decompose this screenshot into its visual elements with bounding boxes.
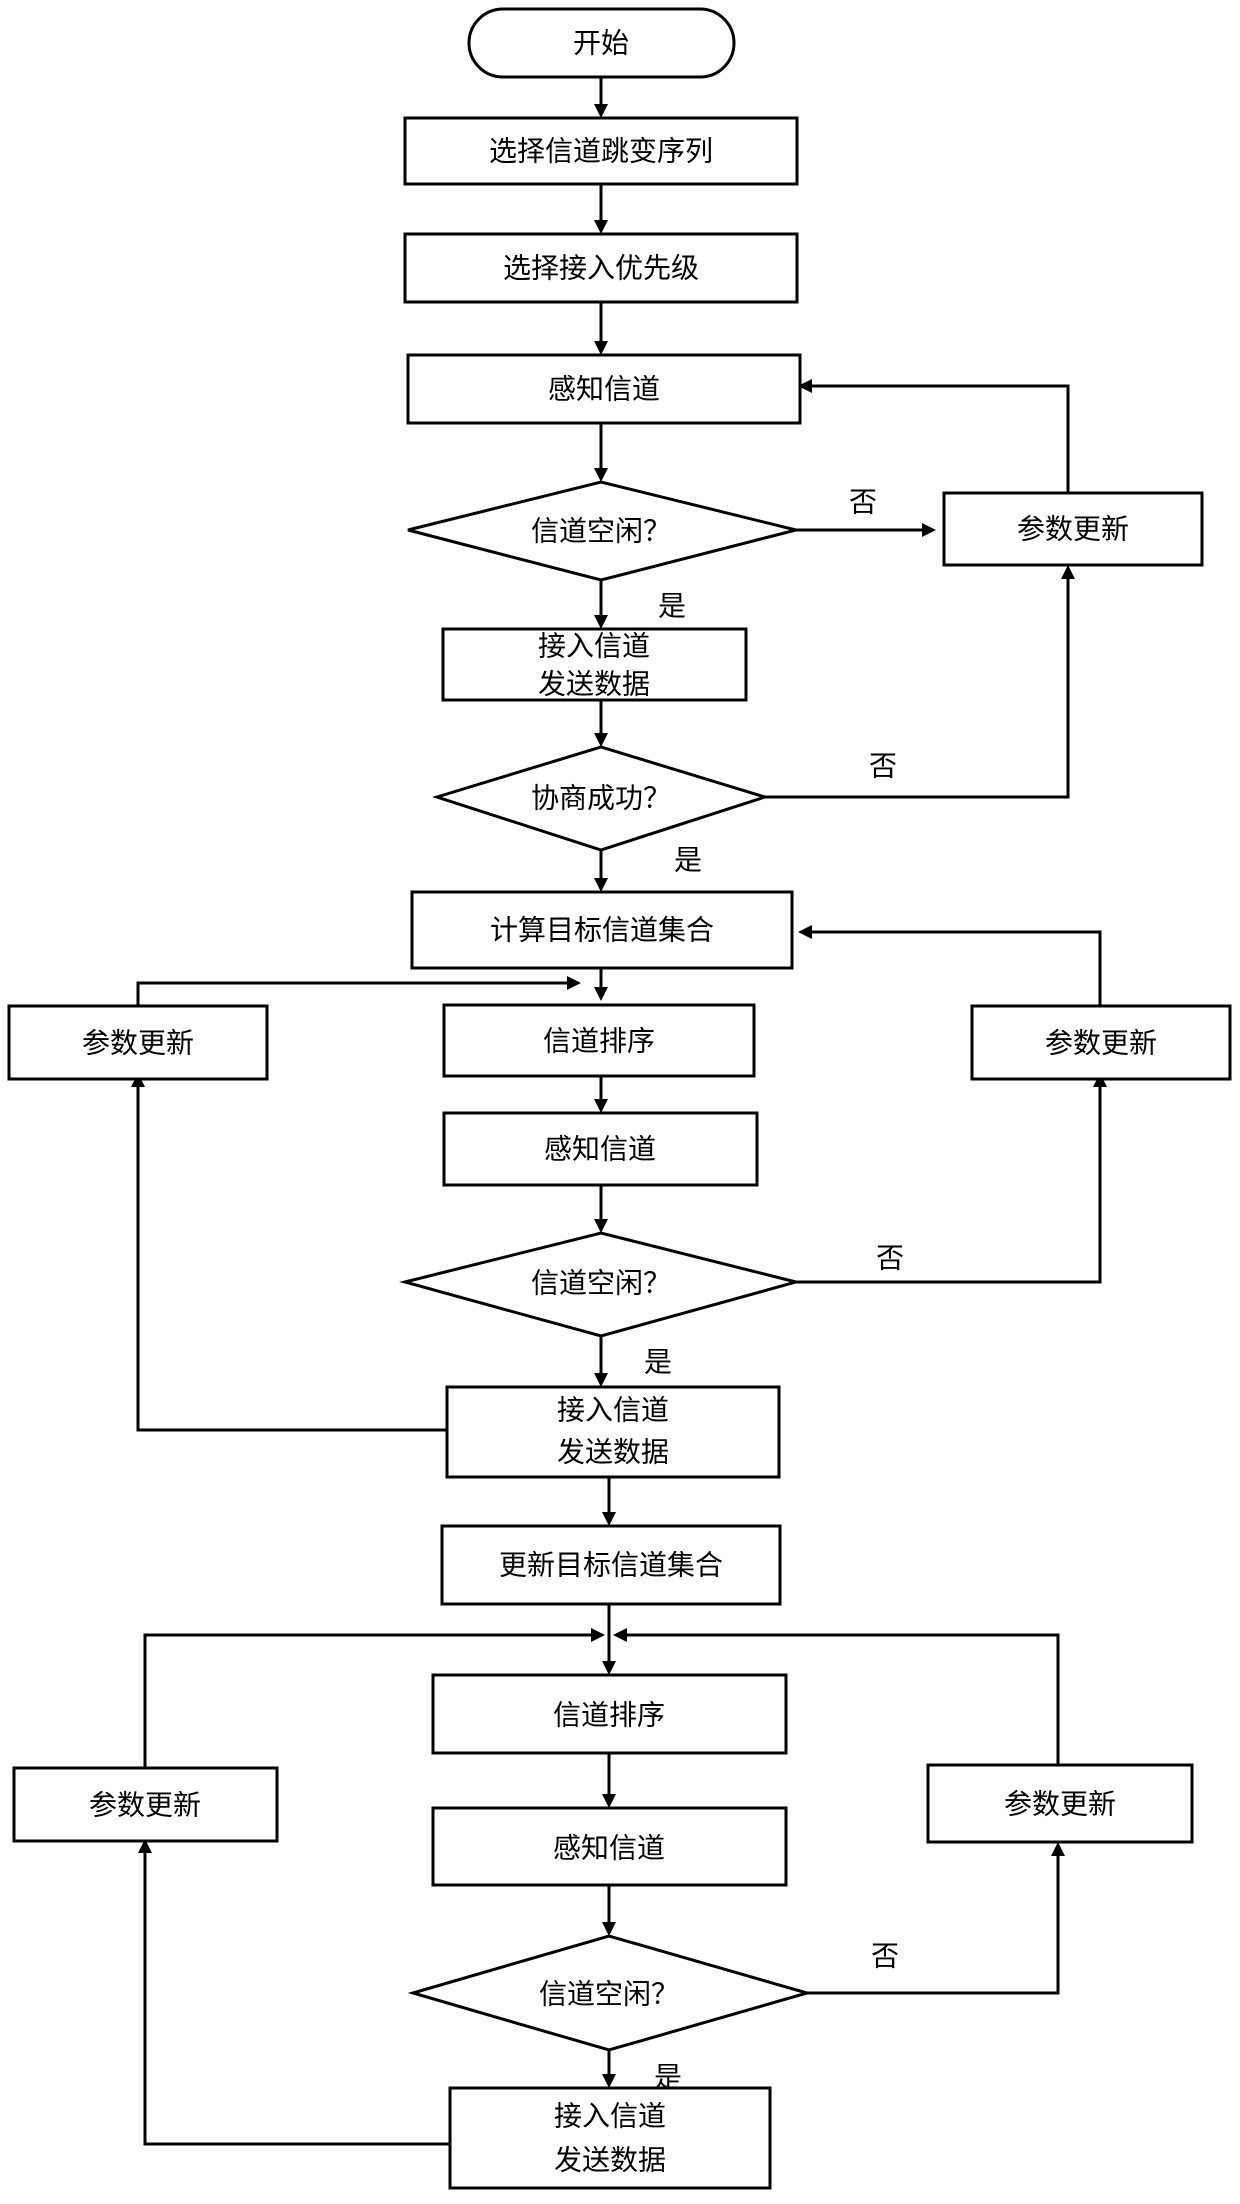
channel-idle-3-decision: 信道空闲？ <box>407 1934 813 2052</box>
arrowhead-down <box>602 1661 616 1675</box>
param-update-left-2-label: 参数更新 <box>82 1027 194 1060</box>
arrowhead-down <box>602 1512 616 1526</box>
param-update-left-3-label: 参数更新 <box>89 1789 201 1822</box>
channel-idle-3-label: 信道空闲？ <box>539 1978 679 2011</box>
arrowheads <box>131 104 1107 2088</box>
arrowhead-down <box>594 987 608 1001</box>
access-send-2-box: 接入信道 发送数据 <box>445 1385 781 1479</box>
arrowhead-down <box>602 1794 616 1808</box>
select-access-priority-label: 选择接入优先级 <box>503 252 699 285</box>
access-send-1-line-2: 发送数据 <box>538 668 650 701</box>
edge-access-2-to-param-update-left-2 <box>136 1087 447 1432</box>
arrowhead-down <box>594 733 608 747</box>
access-send-3-box: 接入信道 发送数据 <box>448 2086 772 2190</box>
arrowhead-down <box>594 1219 608 1233</box>
start-label: 开始 <box>573 27 629 60</box>
negotiation-success-decision: 协商成功？ <box>431 745 771 852</box>
access-send-1-box: 接入信道 发送数据 <box>441 627 748 702</box>
arrowhead-down <box>594 341 608 355</box>
param-update-right-3-label: 参数更新 <box>1004 1788 1116 1821</box>
negotiation-success-label: 协商成功？ <box>531 782 671 815</box>
edge-label-no-1: 否 <box>849 486 877 519</box>
param-update-right-2-box: 参数更新 <box>970 1004 1232 1081</box>
param-update-left-2-box: 参数更新 <box>7 1004 269 1081</box>
connectors <box>136 77 1102 2146</box>
edge-idle-2-no-to-param-update-right-2 <box>796 1087 1102 1284</box>
select-hop-sequence-box: 选择信道跳变序列 <box>403 116 799 186</box>
arrowhead-down <box>602 2074 616 2088</box>
channel-sort-3-label: 信道排序 <box>553 1699 665 1732</box>
channel-sort-2-box: 信道排序 <box>442 1003 756 1078</box>
access-send-2-line-1: 接入信道 <box>557 1394 669 1427</box>
access-send-3-line-2: 发送数据 <box>554 2144 666 2177</box>
access-send-1-line-1: 接入信道 <box>538 630 650 663</box>
edge-label-yes-3: 是 <box>644 1346 672 1379</box>
channel-idle-1-decision: 信道空闲？ <box>407 480 797 582</box>
arrowhead-down <box>594 468 608 482</box>
compute-target-set-box: 计算目标信道集合 <box>410 890 794 970</box>
edge-label-no-3: 否 <box>876 1242 904 1275</box>
update-target-set-label: 更新目标信道集合 <box>499 1549 723 1582</box>
arrowhead-down <box>594 878 608 892</box>
edge-param-update-left-3-to-junction <box>143 1633 591 1768</box>
channel-idle-2-label: 信道空闲？ <box>531 1267 671 1300</box>
access-send-3-line-1: 接入信道 <box>554 2100 666 2133</box>
edge-param-update-left-2-to-sort-2 <box>136 981 567 1006</box>
arrowhead-down <box>594 1373 608 1387</box>
edge-param-update-1-to-sense-1 <box>812 384 1070 493</box>
start-node: 开始 <box>467 7 736 79</box>
edge-label-no-2: 否 <box>869 750 897 783</box>
sense-channel-3-label: 感知信道 <box>553 1832 665 1865</box>
access-send-2-line-2: 发送数据 <box>557 1436 669 1469</box>
update-target-set-box: 更新目标信道集合 <box>440 1524 782 1606</box>
sense-channel-3-box: 感知信道 <box>431 1806 788 1887</box>
compute-target-set-label: 计算目标信道集合 <box>490 914 714 947</box>
sense-channel-2-box: 感知信道 <box>442 1111 759 1187</box>
param-update-right-2-label: 参数更新 <box>1045 1027 1157 1060</box>
arrowhead-down <box>594 615 608 629</box>
sense-channel-1-box: 感知信道 <box>406 353 802 425</box>
channel-idle-2-decision: 信道空闲？ <box>399 1231 802 1338</box>
edge-idle-3-no-to-param-update-right-3 <box>807 1856 1060 1995</box>
arrowhead-down <box>594 104 608 118</box>
arrowhead-up <box>1051 1842 1065 1856</box>
channel-sort-3-box: 信道排序 <box>431 1673 788 1755</box>
channel-idle-1-label: 信道空闲？ <box>531 515 671 548</box>
arrowhead-up <box>1061 565 1075 579</box>
select-access-priority-box: 选择接入优先级 <box>403 232 799 304</box>
param-update-right-3-box: 参数更新 <box>926 1763 1194 1844</box>
edge-label-yes-1: 是 <box>658 590 686 623</box>
arrowhead-down <box>594 1099 608 1113</box>
select-hop-sequence-label: 选择信道跳变序列 <box>489 135 713 168</box>
edge-param-update-right-3-to-junction <box>627 1633 1060 1765</box>
arrowhead-left <box>613 1628 627 1642</box>
edge-param-update-right-2-to-compute <box>812 930 1102 1006</box>
sense-channel-2-label: 感知信道 <box>544 1133 656 1166</box>
param-update-1-box: 参数更新 <box>942 491 1204 567</box>
edge-negotiation-no-to-param-update-1 <box>765 579 1070 799</box>
channel-sort-2-label: 信道排序 <box>543 1025 655 1058</box>
arrowhead-right <box>922 523 936 537</box>
edge-label-yes-4: 是 <box>654 2061 682 2094</box>
param-update-1-label: 参数更新 <box>1017 513 1129 546</box>
edge-label-yes-2: 是 <box>674 844 702 877</box>
arrowhead-right <box>567 976 581 990</box>
arrowhead-down <box>602 1922 616 1936</box>
edge-access-3-to-param-update-left-3 <box>143 1853 450 2146</box>
sense-channel-1-label: 感知信道 <box>548 373 660 406</box>
edge-label-no-4: 否 <box>871 1940 899 1973</box>
arrowhead-right <box>591 1628 605 1642</box>
arrowhead-down <box>594 220 608 234</box>
arrowhead-up <box>138 1839 152 1853</box>
param-update-left-3-box: 参数更新 <box>12 1766 279 1843</box>
arrowhead-left <box>798 925 812 939</box>
arrowhead-left <box>798 379 812 393</box>
